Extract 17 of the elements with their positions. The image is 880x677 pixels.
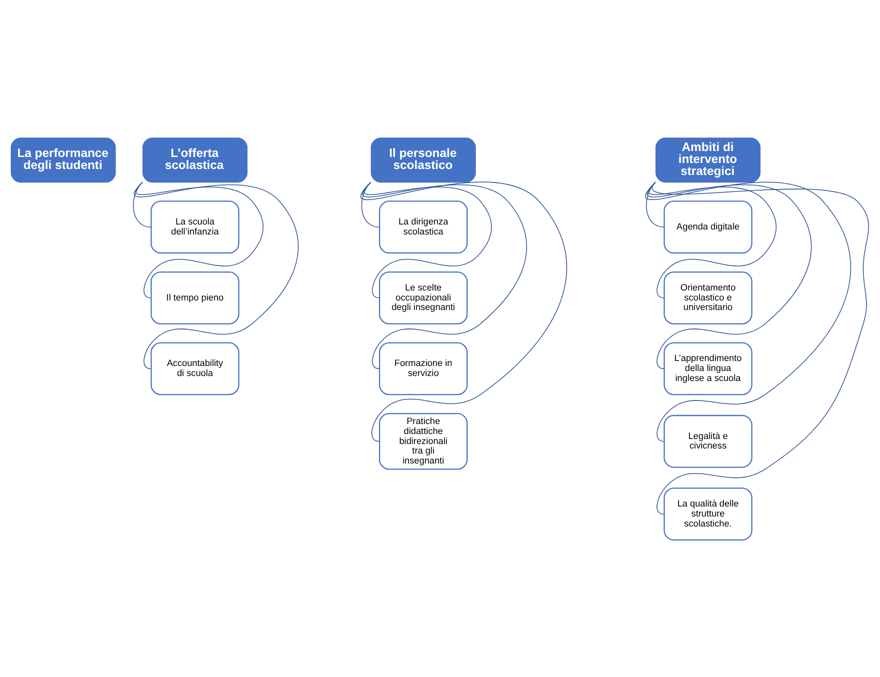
node-box: Ambiti di intervento strategici	[656, 137, 761, 182]
node-box: La dirigenza scolastica	[379, 200, 468, 254]
node-box: Legalità e civicness	[664, 414, 752, 468]
node-box: Le scelte occupazionali degli insegnanti	[379, 270, 468, 324]
node-box: La qualità delle strutture scolastiche.	[664, 487, 752, 540]
node-box: La performance degli studenti	[10, 137, 116, 182]
node-box: Agenda digitale	[664, 200, 752, 254]
node-box: Accountability di scuola	[150, 342, 240, 395]
node-box: L’apprendimento della lingua inglese a scuola	[664, 342, 752, 395]
node-box: Pratiche didattiche bidirezionali tra gli insegnanti	[379, 412, 468, 470]
node-box: Il personale scolastico	[370, 137, 476, 182]
node-box: La scuola dell’infanzia	[150, 200, 240, 254]
node-box: Orientamento scolastico e universitario	[664, 270, 752, 324]
node-box: L’offerta scolastica	[142, 137, 248, 182]
connector	[134, 181, 299, 369]
node-box: Il tempo pieno	[150, 270, 240, 324]
node-box: Formazione in servizio	[379, 342, 468, 395]
